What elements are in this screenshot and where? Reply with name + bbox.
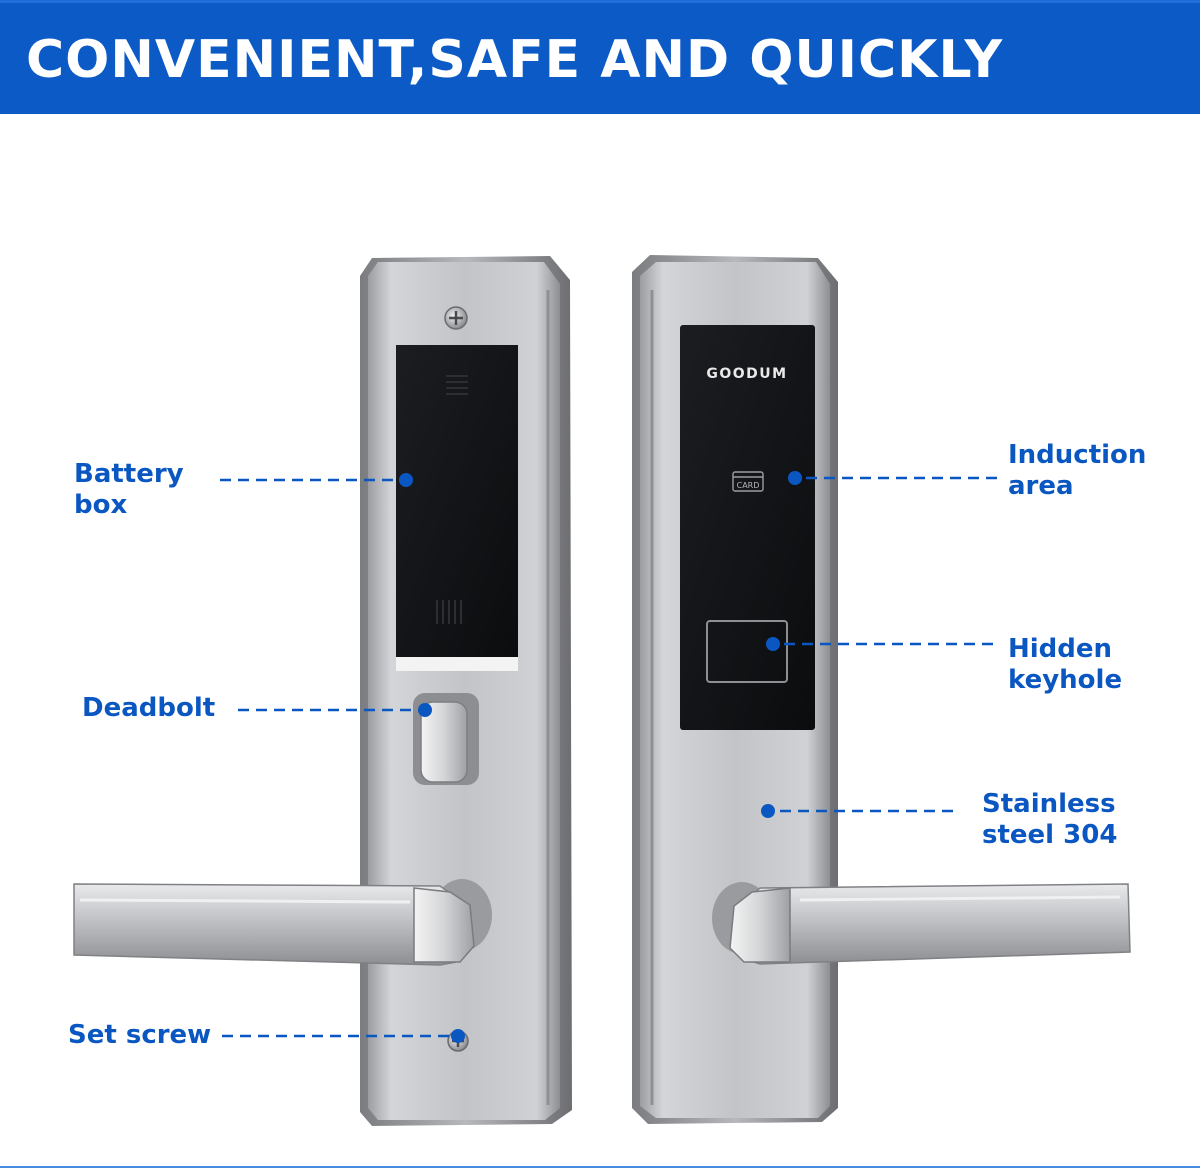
deadbolt-label: Deadbolt [82,693,215,724]
battery-cover-grip-bottom [436,600,462,624]
left-lever-handle [73,883,469,966]
hidden-keyhole [706,620,788,683]
battery-box-label-line1: Battery [74,459,184,489]
stainless-steel-marker [761,804,775,818]
hidden-keyhole-marker [766,637,780,651]
stainless-steel-label-line2: steel 304 [982,820,1118,850]
induction-area-marker [788,471,802,485]
battery-box [396,345,518,667]
brand-logo: GOODUM [706,366,787,382]
right-lever-highlight [799,895,1121,902]
induction-area-label-line2: area [1008,471,1074,501]
battery-box-label: Battery box [74,459,184,521]
deadbolt-marker [418,703,432,717]
induction-area-label: Induction area [1008,440,1146,502]
battery-box-label-line2: box [74,490,128,520]
hidden-keyhole-label: Hidden keyhole [1008,634,1122,696]
deadbolt-label-line1: Deadbolt [82,693,216,723]
card-icon: CARD [732,471,764,492]
battery-box-marker [399,473,413,487]
battery-cover-grip-top [446,375,468,395]
card-icon-text: CARD [737,481,760,490]
set-screw-marker [451,1029,465,1043]
top-screw [444,306,468,330]
battery-box-strip [396,657,518,671]
banner-top-line [0,0,1200,3]
reader-panel [680,325,815,730]
header-banner: CONVENIENT,SAFE AND QUICKLY [0,0,1200,114]
left-lock-body [73,256,572,1126]
stainless-steel-label: Stainless steel 304 [982,789,1117,851]
induction-area-label-line1: Induction [1008,440,1147,470]
deadbolt [420,701,468,783]
set-screw-label-line1: Set screw [68,1020,212,1050]
hidden-keyhole-label-line1: Hidden [1008,634,1113,664]
set-screw-label: Set screw [68,1020,211,1051]
stainless-steel-label-line1: Stainless [982,789,1116,819]
hidden-keyhole-label-line2: keyhole [1008,665,1123,695]
bottom-divider [0,1166,1200,1168]
right-lock-body: GOODUM CARD [632,255,1131,1124]
right-lever-end [729,887,791,963]
left-lever-end [413,887,475,963]
banner-title: CONVENIENT,SAFE AND QUICKLY [26,30,1004,90]
left-lever-highlight [79,898,411,904]
